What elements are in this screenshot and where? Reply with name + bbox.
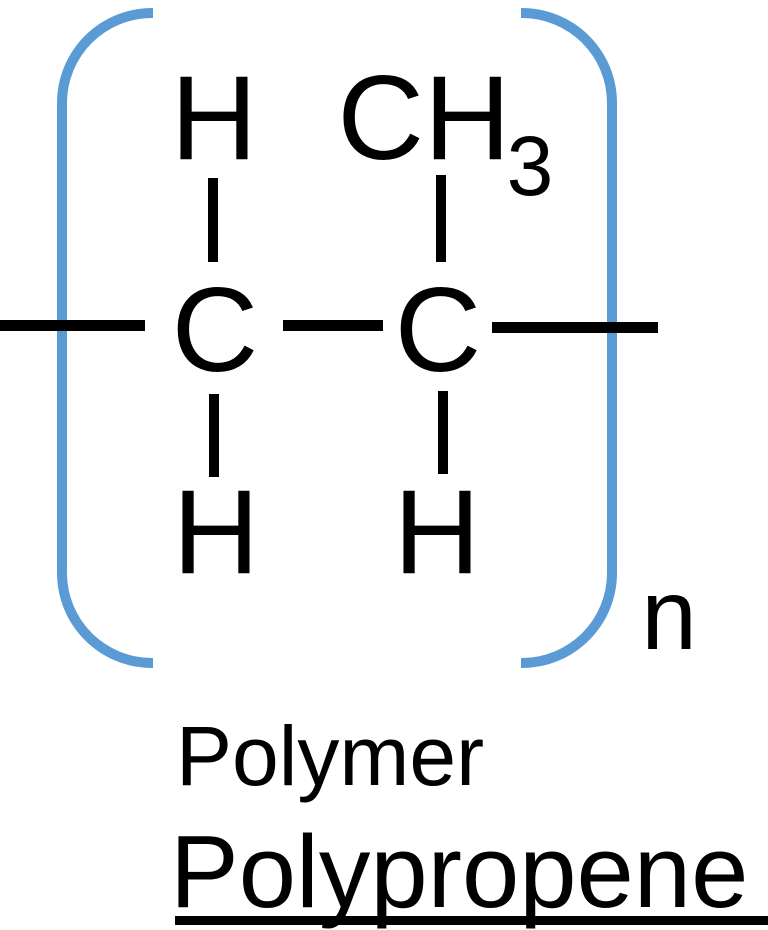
atom-hydrogen-top: H [170, 51, 258, 185]
left-bracket-shape [57, 8, 153, 668]
atom-carbon-left: C [171, 263, 259, 397]
polypropene-name: Polypropene [170, 814, 749, 929]
bond-carbon-hydrogen-bottom-right [438, 391, 448, 474]
bond-carbon-hydrogen-bottom-left [209, 394, 219, 477]
repeat-subscript-n: n [641, 559, 697, 671]
bond-chain-right [492, 322, 658, 333]
atom-hydrogen-bottom-left: H [172, 465, 260, 599]
bond-carbon-methyl [436, 175, 446, 262]
atom-hydrogen-bottom-right: H [393, 465, 481, 599]
bond-carbon-carbon [283, 320, 383, 331]
polypropene-underline [175, 916, 768, 925]
atom-carbon-right: C [394, 263, 482, 397]
right-bracket-shape [521, 8, 617, 668]
atom-methyl-subscript: 3 [506, 119, 554, 213]
bond-chain-left [0, 320, 145, 331]
atom-methyl-ch: CH [337, 51, 511, 185]
bond-carbon-hydrogen-top [208, 178, 218, 262]
polymer-caption: Polymer [176, 709, 485, 803]
